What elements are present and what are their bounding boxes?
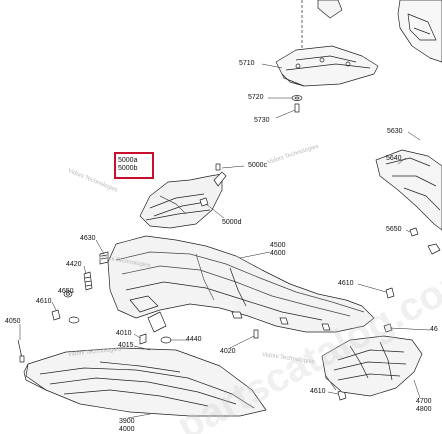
- part-4610-bolt-right: [383, 287, 395, 333]
- callout-4010[interactable]: 4010: [116, 330, 132, 337]
- part-5710-bracket: [275, 45, 379, 87]
- callout-4650[interactable]: 4650: [58, 288, 74, 295]
- callout-5710[interactable]: 5710: [239, 60, 255, 67]
- part-5640-side-panel: [375, 149, 442, 231]
- callout-5630[interactable]: 5630: [387, 128, 403, 135]
- part-4700-step-plate: [321, 335, 423, 397]
- callout-3900-4000[interactable]: 3900 4000: [119, 418, 135, 434]
- callout-4440[interactable]: 4440: [186, 336, 202, 343]
- part-5720-washer: [291, 95, 303, 101]
- part-5000-cover: [139, 171, 227, 229]
- top-right-bracket: [317, 0, 442, 63]
- callout-4610-left[interactable]: 4610: [36, 298, 52, 305]
- callout-5640[interactable]: 5640: [386, 155, 402, 162]
- callout-5730[interactable]: 5730: [254, 117, 270, 124]
- part-4020-bolt: [253, 329, 259, 339]
- highlight-box: [114, 152, 154, 179]
- part-4650-grommet: [63, 290, 73, 298]
- callout-4500-4600[interactable]: 4500 4600: [270, 242, 286, 258]
- part-4050-strap: [17, 339, 25, 363]
- callout-4420[interactable]: 4420: [66, 261, 82, 268]
- callout-5000a-5000b[interactable]: 5000a 5000b: [118, 157, 137, 173]
- callout-4700-4800[interactable]: 4700 4800: [416, 398, 432, 414]
- callout-4020[interactable]: 4020: [220, 348, 236, 355]
- callout-46-edge[interactable]: 46: [430, 326, 438, 333]
- callout-5720[interactable]: 5720: [248, 94, 264, 101]
- callout-5000d[interactable]: 5000d: [222, 219, 242, 226]
- callout-4600: 4600: [270, 250, 286, 257]
- callout-5000c[interactable]: 5000c: [248, 162, 268, 169]
- callout-5000b: 5000b: [118, 165, 138, 172]
- leader-lines: [19, 63, 431, 419]
- part-5730-bolt: [294, 103, 300, 113]
- callout-5000a: 5000a: [118, 157, 138, 164]
- callout-5650[interactable]: 5650: [386, 226, 402, 233]
- callout-4610-right[interactable]: 4610: [338, 280, 354, 287]
- part-4630-clip: [99, 251, 109, 265]
- part-4500-side-panel: [107, 235, 375, 333]
- callout-4610-lower[interactable]: 4610: [310, 388, 326, 395]
- part-4610-screw-left: [51, 309, 61, 321]
- part-4010-screw: [139, 333, 147, 345]
- part-5650-clip: [409, 227, 441, 255]
- callout-4000: 4000: [119, 426, 135, 433]
- callout-3900: 3900: [119, 418, 135, 425]
- callout-4500: 4500: [270, 242, 286, 249]
- part-4610-washer-left: [68, 316, 80, 324]
- callout-4630[interactable]: 4630: [80, 235, 96, 242]
- callout-4015[interactable]: 4015: [118, 342, 134, 349]
- part-5000c-screw: [215, 163, 221, 171]
- callout-4700: 4700: [416, 398, 432, 405]
- callout-4800: 4800: [416, 406, 432, 413]
- part-4440-ring: [160, 336, 172, 344]
- part-4420-spring: [83, 271, 93, 291]
- callout-4050[interactable]: 4050: [5, 318, 21, 325]
- part-3900-floor-pan: [23, 347, 267, 417]
